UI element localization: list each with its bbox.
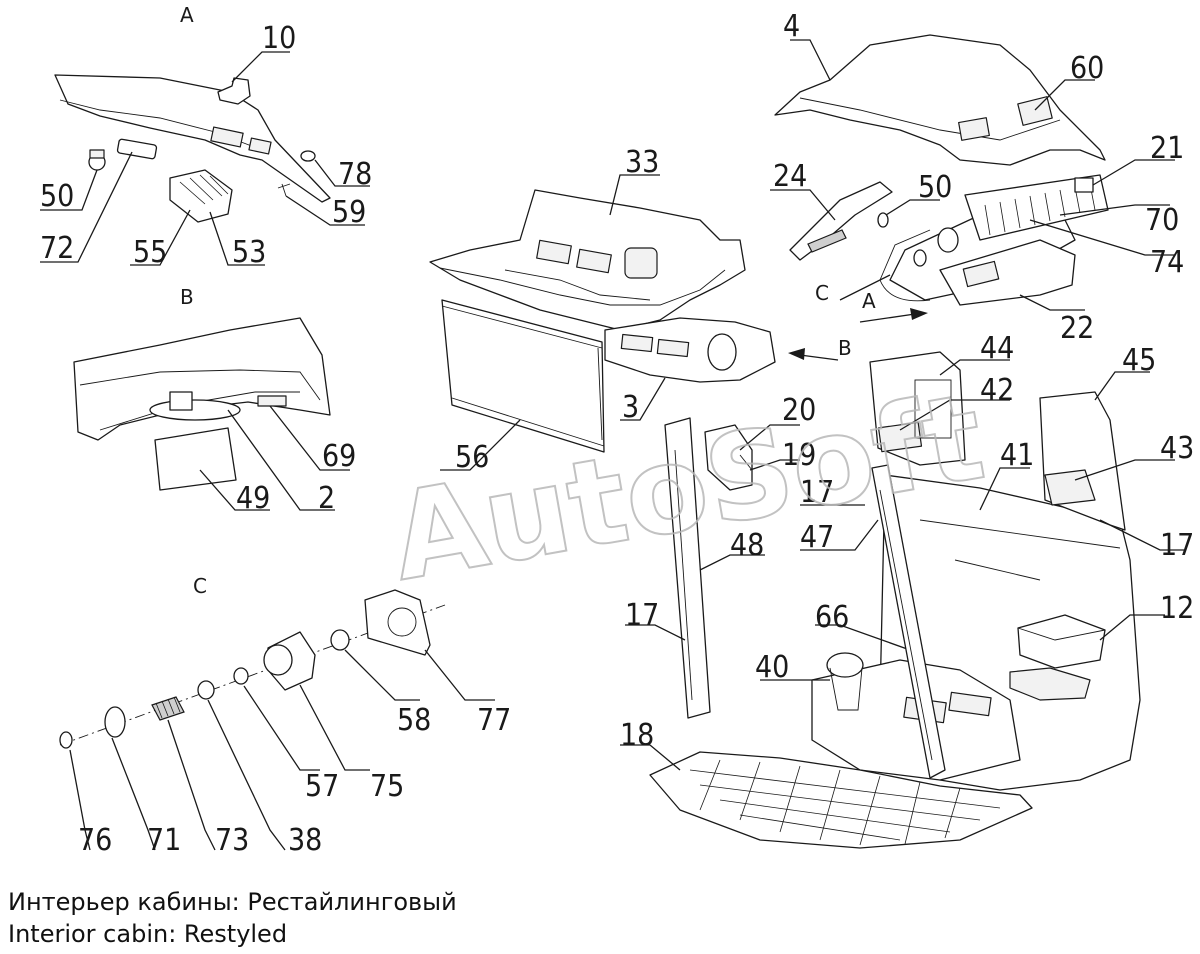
callout-47: 47: [800, 520, 834, 555]
sunshade-56: [441, 299, 605, 453]
callout-74: 74: [1150, 245, 1184, 280]
vent-grille-53: [169, 169, 233, 223]
callout-75: 75: [370, 769, 404, 804]
callout-17-left: 17: [625, 598, 659, 633]
callout-50-roof: 50: [918, 170, 952, 205]
section-c-label: C: [193, 574, 207, 598]
callout-53: 53: [232, 235, 266, 270]
plate-77: [364, 589, 431, 656]
overhead-console-b: [73, 317, 331, 441]
grille-70: [964, 174, 1109, 241]
callout-78: 78: [338, 157, 372, 192]
washer-57: [233, 667, 249, 685]
callout-57: 57: [305, 769, 339, 804]
insert-43: [1044, 469, 1096, 506]
switch-72: [116, 138, 158, 160]
storage-box-12: [1017, 614, 1106, 669]
cup-40: [826, 652, 864, 678]
callout-43: 43: [1160, 431, 1194, 466]
nut-38: [197, 680, 215, 700]
housing-75: [263, 631, 316, 691]
callout-3: 3: [622, 390, 639, 425]
headliner-group: 33 56 3: [429, 145, 776, 475]
insert-42: [877, 421, 923, 453]
callout-48: 48: [730, 528, 764, 563]
section-a-label: A: [180, 3, 194, 27]
callout-12: 12: [1160, 591, 1194, 626]
floor-grille-18: [649, 751, 1033, 849]
callout-38: 38: [288, 823, 322, 858]
callout-56: 56: [455, 440, 489, 475]
clip-21: [1074, 177, 1094, 193]
console-lower-22: [939, 239, 1076, 306]
arrow-b-label: B: [838, 336, 852, 360]
bracket-10: [217, 77, 251, 105]
callout-41: 41: [1000, 438, 1034, 473]
callout-22: 22: [1060, 311, 1094, 346]
caption-russian: Интерьер кабины: Рестайлинговый: [8, 888, 457, 916]
spring-73: [151, 696, 185, 721]
roof-console-group: 4 60 24 50 21 70 74 22: [770, 9, 1184, 346]
view-c-group: C 76 71 73 38 57 75 58 77: [59, 574, 511, 858]
insert-60: [1017, 96, 1053, 126]
cap-76: [59, 731, 73, 749]
callout-19: 19: [782, 438, 816, 473]
callout-4: 4: [783, 9, 800, 44]
callout-71: 71: [147, 823, 181, 858]
callout-59: 59: [332, 195, 366, 230]
callout-18: 18: [620, 718, 654, 753]
cabin-group: 12 41 40 66 47 17 44 42 45 43: [620, 331, 1194, 849]
callout-73: 73: [215, 823, 249, 858]
callout-10: 10: [262, 21, 296, 56]
bracket-69: [257, 395, 287, 407]
callout-70: 70: [1145, 203, 1179, 238]
bracket-20-19: [704, 424, 753, 491]
knob-50: [88, 149, 106, 171]
callout-69: 69: [322, 439, 356, 474]
lamp-2: [149, 391, 241, 421]
callout-17-mid: 17: [800, 475, 834, 510]
callout-21: 21: [1150, 131, 1184, 166]
ring-78: [300, 150, 316, 162]
roof-console-4: [774, 34, 1106, 166]
callout-24: 24: [773, 159, 807, 194]
washer-58: [330, 629, 350, 651]
arrow-a-head: [910, 308, 928, 320]
callout-45: 45: [1122, 343, 1156, 378]
callout-72: 72: [40, 231, 74, 266]
callout-44: 44: [980, 331, 1014, 366]
front-trim-3: [604, 317, 776, 383]
callout-76: 76: [78, 823, 112, 858]
callout-77: 77: [477, 703, 511, 738]
callout-17-right: 17: [1160, 528, 1194, 563]
callout-60: 60: [1070, 51, 1104, 86]
knob-71: [104, 706, 126, 738]
callout-40: 40: [755, 650, 789, 685]
callout-58: 58: [397, 703, 431, 738]
pillar-48: [664, 417, 711, 719]
arrow-a-label: A: [862, 289, 876, 313]
callout-66: 66: [815, 600, 849, 635]
callout-33: 33: [625, 145, 659, 180]
arrow-b: B: [788, 336, 852, 361]
callout-50-view-a: 50: [40, 179, 74, 214]
view-b-group: B 69 2 49: [73, 285, 356, 516]
callout-55: 55: [133, 235, 167, 270]
arrow-c-label: C: [815, 281, 829, 305]
callout-2: 2: [318, 481, 335, 516]
callout-49: 49: [236, 481, 270, 516]
view-a-group: A 10 50 72 55 53: [40, 3, 372, 270]
caption-english: Interior cabin: Restyled: [8, 920, 288, 948]
section-b-label: B: [180, 285, 194, 309]
callout-20: 20: [782, 393, 816, 428]
lens-49: [154, 427, 237, 491]
callout-42: 42: [980, 373, 1014, 408]
